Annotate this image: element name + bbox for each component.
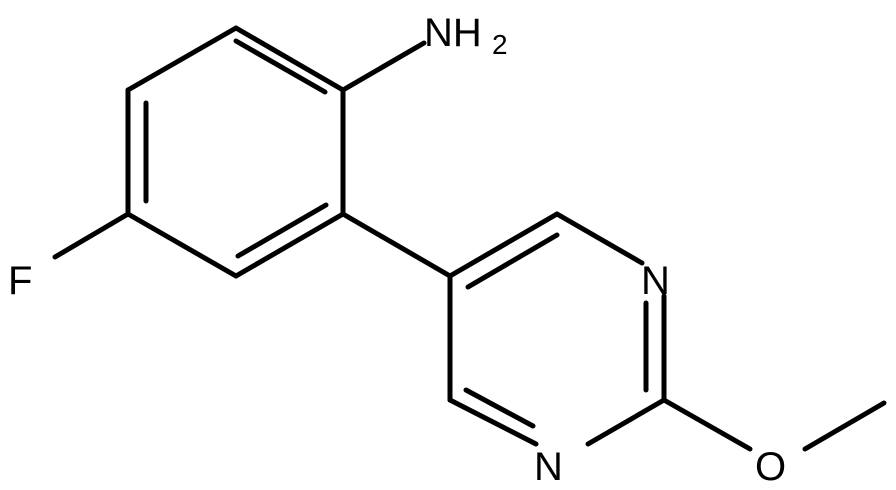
atom-label-amine-subscript: 2 [492, 29, 508, 60]
bond-c4-c5 [125, 211, 239, 279]
bond-c5-c6 [233, 211, 346, 279]
double-bond-n3-p4 [463, 387, 536, 429]
bond-c2-c3 [125, 25, 239, 93]
double-bond-p5-p6 [465, 232, 560, 290]
atom-label-amine: NH [424, 11, 482, 55]
double-bond-c5-c6 [235, 202, 329, 259]
atom-label-nitrogen-3: N [534, 445, 563, 489]
bond-c4-f [52, 211, 131, 260]
double-bond-c1-c2 [233, 38, 328, 95]
benzene-ring [125, 25, 346, 279]
bond-p2-n3 [585, 397, 667, 447]
bond-p2-o [661, 397, 753, 452]
bond-c1-c2 [233, 25, 346, 93]
bond-p5-p6 [447, 211, 560, 279]
atom-label-fluorine: F [8, 259, 32, 303]
bond-o-ch3 [802, 400, 887, 452]
atom-label-oxygen: O [755, 445, 786, 489]
bond-aryl-aryl [340, 211, 453, 279]
bond-c1-n [340, 40, 427, 93]
bond-p6-n1 [554, 211, 645, 266]
atom-label-nitrogen-1: N [641, 259, 670, 303]
bond-n3-p4 [447, 397, 539, 447]
pyrimidine-ring [447, 211, 667, 447]
